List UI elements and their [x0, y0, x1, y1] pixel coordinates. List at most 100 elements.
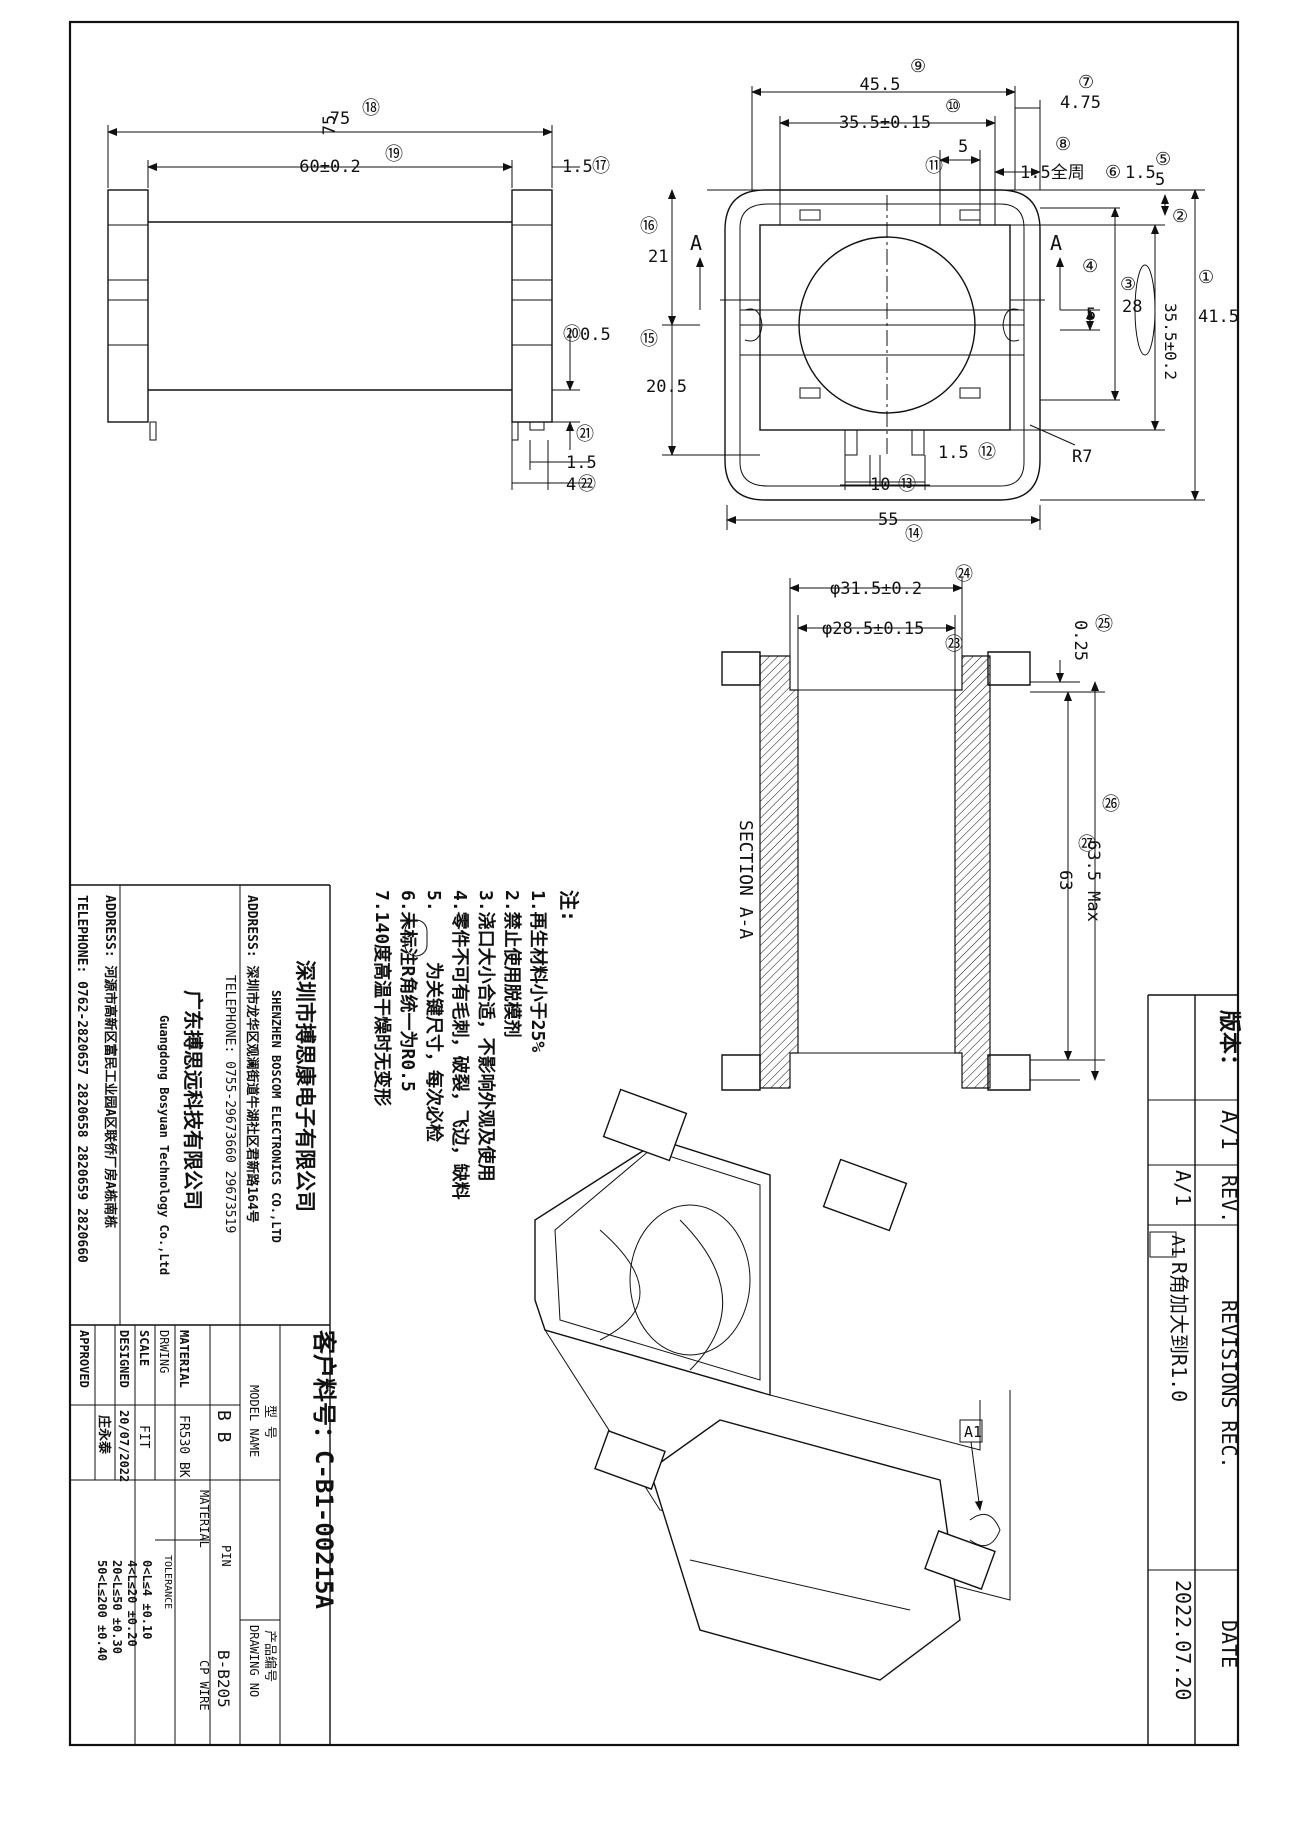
end-dim-41.5: 41.5 [1198, 307, 1239, 327]
model-label-cn: 型 号 [262, 1405, 277, 1439]
end-circle-15: ⑮ [640, 329, 658, 350]
end-dim-4.75: 4.75 [1060, 93, 1101, 113]
drwing-label: DRWING [157, 1330, 171, 1373]
sec-dim-63: 63 [1055, 870, 1075, 890]
designed-value: 庄永泰 [96, 1415, 112, 1455]
company2-name-en: Guangdong Bosyuan Technology Co.,Ltd [157, 1015, 171, 1275]
top-dim-1.5b: 1.5 [566, 453, 597, 473]
end-view-labels: 45.5 ⑨ ⑦ 4.75 35.5±0.15 ⑩ 5 ⑪ ⑧ 1.5全周 ⑥ … [640, 56, 1239, 545]
end-dim-5b: 5 [1155, 170, 1165, 190]
end-circle-4: ④ [1082, 256, 1098, 277]
tolerance-row-2: 4<L≤20 ±0.20 [125, 1560, 139, 1647]
end-circle-11: ⑪ [925, 156, 943, 177]
version-value: A/1 [1216, 1110, 1241, 1150]
model-label-en: MODEL NAME [247, 1385, 261, 1457]
end-circle-9: ⑨ [910, 56, 926, 77]
end-circle-10: ⑩ [945, 96, 961, 117]
revision-block [1147, 994, 1238, 1745]
top-dim-1.5a: 1.5 [562, 157, 593, 177]
top-circle-19: ⑲ [385, 144, 403, 165]
company-name-en: SHENZHEN BOSCOM ELECTRONICS CO.,LTD [269, 990, 283, 1243]
end-dim-10: 10 [870, 475, 890, 495]
scale-label: SCALE [137, 1330, 151, 1366]
top-circle-21: ㉑ [576, 424, 594, 445]
drawing-no-label-cn: 产品编号 [262, 1630, 277, 1682]
note-7: 7.140度高温干燥时无变形 [371, 890, 393, 1106]
end-circle-13: ⑬ [898, 474, 916, 495]
note-3: 3.浇口大小合适，不影响外观及使用 [475, 890, 497, 1182]
sec-circle-26: ㉖ [1102, 794, 1120, 815]
end-circle-14: ⑭ [905, 524, 923, 545]
rev-date: 2022.07.20 [1171, 1580, 1195, 1700]
date-value: 20/07/2022 [117, 1410, 131, 1482]
end-dim-35.5-0.15: 35.5±0.15 [839, 113, 931, 133]
end-dim-1.5: 1.5 [1125, 163, 1156, 183]
section-view-labels: SECTION A-A φ31.5±0.2 ㉔ φ28.5±0.15 ㉓ 0.2… [735, 564, 1120, 939]
company-labels: 深圳市搏思康电子有限公司 SHENZHEN BOSCOM ELECTRONICS… [74, 895, 317, 1275]
pin-material-value: CP WIRE [197, 1660, 211, 1711]
end-dim-1.5-all: 1.5全周 [1020, 163, 1085, 183]
end-circle-5: ⑤ [1155, 149, 1171, 170]
material-value: FR530 BK [176, 1415, 191, 1478]
company2-telephone: TELEPHONE: 0762-2820657 2820658 2820659 … [74, 895, 89, 1263]
section-title: SECTION A-A [735, 820, 756, 939]
end-dim-20.5: 20.5 [646, 377, 687, 397]
rev-value: A/1 [1171, 1170, 1195, 1206]
end-circle-16: ⑯ [640, 216, 658, 237]
tolerance-row-1: 0<L≤4 ±0.10 [140, 1560, 154, 1639]
sec-dim-31.5: φ31.5±0.2 [830, 579, 922, 599]
tolerance-label: TOLERANCE [162, 1555, 173, 1609]
date-header: DATE [1217, 1620, 1241, 1668]
end-dim-55: 55 [878, 510, 898, 530]
end-circle-3: ③ [1120, 274, 1136, 295]
rev-desc: R角加大到R1.0 [1167, 1262, 1191, 1402]
end-dim-45.5: 45.5 [860, 75, 901, 95]
top-dim-4: 4 [566, 475, 576, 495]
end-circle-6: ⑥ [1105, 162, 1121, 183]
notes-block: 注: 1.再生材料小于25% 2.禁止使用脱模剂 3.浇口大小合适，不影响外观及… [371, 890, 581, 1200]
note-5-key-symbol [404, 919, 428, 957]
note-2: 2.禁止使用脱模剂 [501, 890, 523, 1038]
section-mark-right: A [1050, 231, 1062, 255]
top-dim-75: 75 [320, 115, 340, 135]
revisions-rec-header: REVISIONS REC. [1217, 1300, 1241, 1469]
note-6: 6.未标注R角统一为R0.5 [397, 890, 419, 1092]
sec-circle-24: ㉔ [955, 564, 973, 585]
sheet-border [68, 20, 1240, 1747]
end-circle-7: ⑦ [1078, 72, 1094, 93]
top-view: 75 [107, 115, 590, 490]
top-view-labels: 75 ⑱ 60±0.2 ⑲ 1.5 ⑰ ⑳ 0.5 ㉑ 1.5 4 ㉒ [299, 98, 610, 495]
section-view [721, 578, 1105, 1091]
notes-heading: 注: [557, 890, 581, 922]
revision-labels: 版本： A/1 REV. REVISIONS REC. DATE A/1 A1 … [1167, 1010, 1241, 1700]
title-block-labels: 客户料号：C-B1-00215A 型 号 MODEL NAME B B 产品编号… [77, 1330, 338, 1711]
top-dim-75-label: 75 [330, 109, 350, 129]
pin-label: PIN [219, 1545, 233, 1567]
top-circle-18: ⑱ [362, 98, 380, 119]
rev-header: REV. [1217, 1175, 1241, 1223]
sec-circle-23: ㉓ [945, 634, 963, 655]
drawing-no-value: B-B205 [214, 1650, 233, 1708]
end-dim-5a: 5 [958, 137, 968, 157]
top-circle-17: ⑰ [592, 156, 610, 177]
end-dim-28: 28 [1122, 297, 1142, 317]
end-circle-12: ⑫ [978, 442, 996, 463]
model-value: B B [213, 1410, 234, 1443]
sec-dim-28.5: φ28.5±0.15 [822, 619, 924, 639]
rev-tag: A1 [1167, 1235, 1188, 1257]
end-circle-2: ② [1172, 206, 1188, 227]
top-circle-22: ㉒ [578, 474, 596, 495]
note-5: 5. [423, 890, 444, 912]
company-address: ADDRESS: 深圳市龙华区观澜街道牛湖社区君新路164号 [244, 895, 260, 1223]
top-dim-0.5: 0.5 [580, 325, 611, 345]
company2-address: ADDRESS: 河源市高新区富民工业园A区联侨厂房A栋南栋 [102, 895, 118, 1228]
company2-name-cn: 广东搏思远科技有限公司 [181, 990, 205, 1210]
approved-label: APPROVED [77, 1330, 91, 1388]
end-dim-1.5-pin: 1.5 [938, 443, 969, 463]
end-dim-5c: 5 [1086, 305, 1096, 325]
end-circle-1: ① [1198, 267, 1214, 288]
note-1: 1.再生材料小于25% [527, 890, 549, 1052]
tolerance-row-3: 20<L≤50 ±0.30 [110, 1560, 124, 1654]
company-block [70, 884, 331, 1745]
